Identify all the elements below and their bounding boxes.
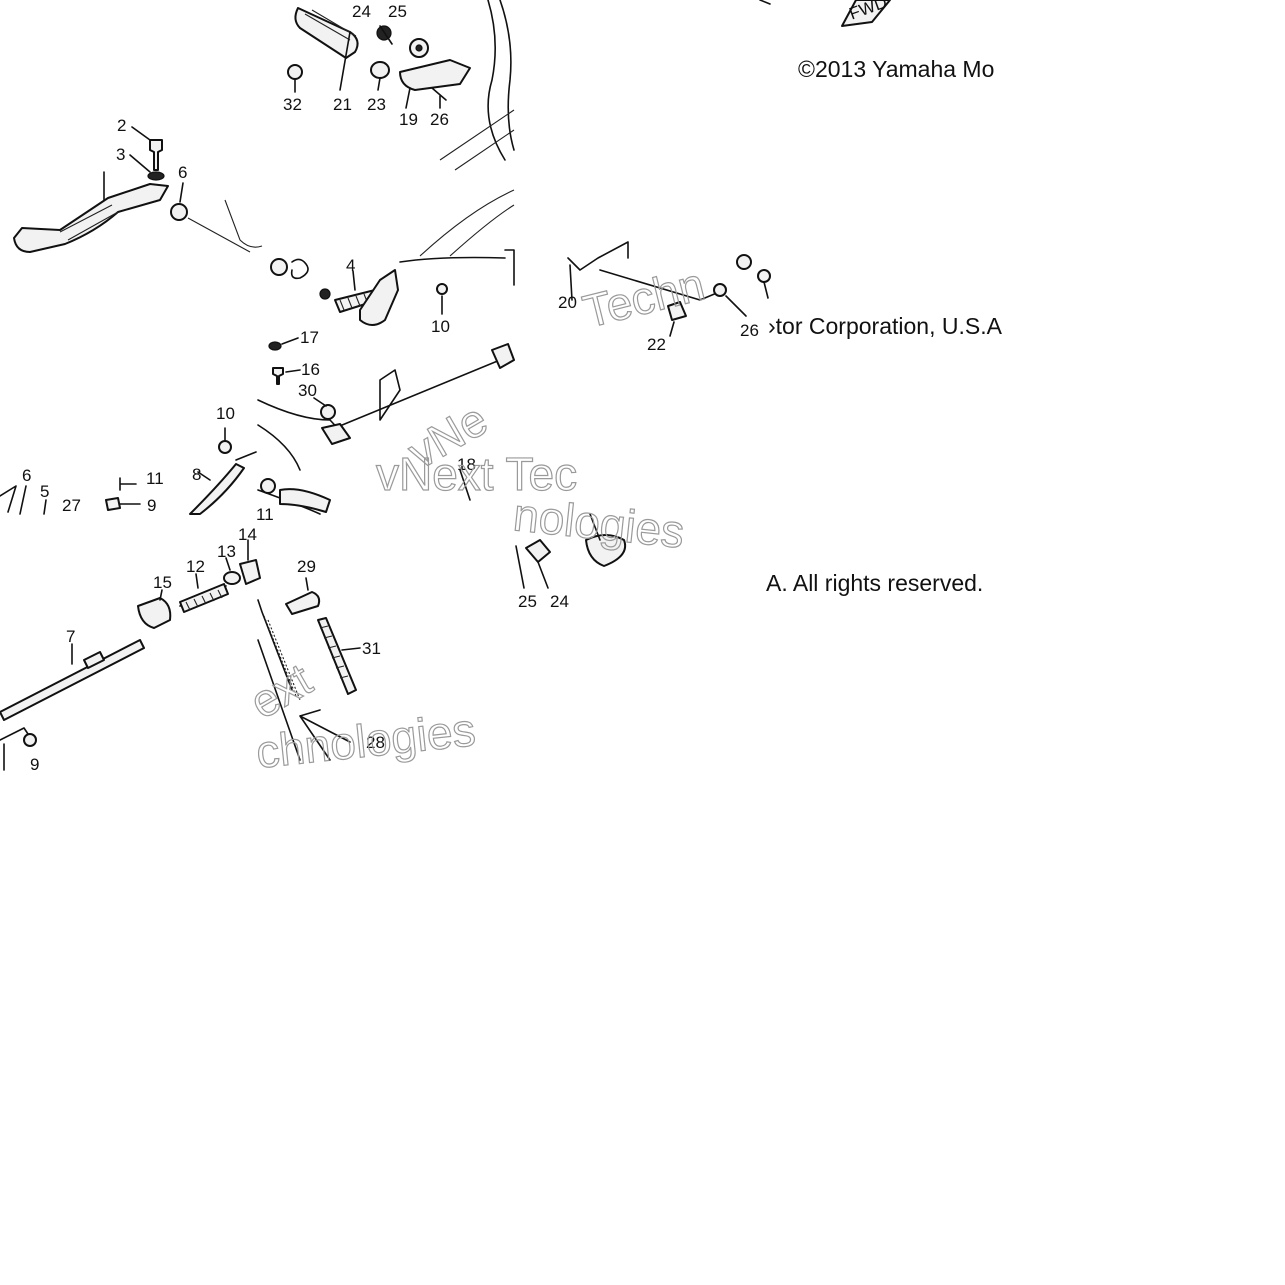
part-shift-arm <box>359 269 399 326</box>
callout-9b: 9 <box>30 755 39 774</box>
callout-8: 8 <box>192 465 201 484</box>
callout-10b: 10 <box>216 404 235 423</box>
callout-3: 3 <box>116 145 125 164</box>
callout-17: 17 <box>300 328 319 347</box>
callout-28: 28 <box>366 733 385 752</box>
part-spring <box>290 258 309 280</box>
callout-32: 32 <box>283 95 302 114</box>
callout-7: 7 <box>66 627 75 646</box>
tile-footrest-top: 24 25 32 21 23 19 26 <box>283 0 515 171</box>
part-rod-8 <box>189 463 245 515</box>
callout-15: 15 <box>153 573 172 592</box>
part-nut-32 <box>287 64 303 80</box>
watermark-fragment: ext <box>241 653 320 729</box>
part-spring-31 <box>317 617 357 695</box>
copyright-line-1: ©2013 Yamaha Mo <box>798 56 995 82</box>
callout-6b: 6 <box>22 466 31 485</box>
part-collar-23 <box>370 61 390 79</box>
part-footrest-21 <box>294 7 359 59</box>
callout-26b: 26 <box>740 321 759 340</box>
part-bolt-30 <box>320 404 336 420</box>
callout-22: 22 <box>647 335 666 354</box>
callout-29: 29 <box>297 557 316 576</box>
callout-14: 14 <box>238 525 257 544</box>
tile-right-bracket: 20 22 26 <box>504 241 771 354</box>
copyright-line-3: A. All rights reserved. <box>766 570 984 596</box>
part-nut-6 <box>170 203 188 221</box>
part-bushing-22 <box>667 301 687 321</box>
tile-shift-pedal: 2 3 6 <box>13 116 515 257</box>
callout-12: 12 <box>186 557 205 576</box>
tile-springs: 29 31 28 <box>257 557 385 761</box>
callout-20: 20 <box>558 293 577 312</box>
part-shift-pedal-1 <box>13 183 169 253</box>
part-bolt-2 <box>149 139 163 171</box>
callout-5: 5 <box>40 482 49 501</box>
part-stand-foot <box>585 534 626 567</box>
callout-25: 25 <box>388 2 407 21</box>
callout-24b: 24 <box>550 592 569 611</box>
part-adjuster-15 <box>137 597 172 629</box>
callout-18: 18 <box>457 455 476 474</box>
callout-27: 27 <box>62 496 81 515</box>
callout-6: 6 <box>178 163 187 182</box>
callout-19: 19 <box>399 110 418 129</box>
callout-10: 10 <box>431 317 450 336</box>
watermark-fragment: Techn <box>578 258 710 338</box>
callout-2: 2 <box>117 116 126 135</box>
callout-11: 11 <box>256 505 274 524</box>
part-bracket-19 <box>399 59 471 91</box>
callout-16: 16 <box>301 360 320 379</box>
copyright-line-2: ›tor Corporation, U.S.A <box>768 313 1002 339</box>
part-washer <box>270 258 288 276</box>
watermark-fragment: vNext Tec <box>376 448 577 500</box>
callout-23: 23 <box>367 95 386 114</box>
callout-9: 9 <box>147 496 156 515</box>
callout-4: 4 <box>346 256 355 275</box>
callout-13: 13 <box>217 542 236 561</box>
fwd-arrow: FWD <box>759 0 891 27</box>
callout-21: 21 <box>333 95 352 114</box>
callout-11: 11 <box>146 469 164 488</box>
tile-linkage-left: 6 5 27 11 9 8 10 <box>0 404 257 515</box>
callout-25b: 25 <box>518 592 537 611</box>
callout-26: 26 <box>430 110 449 129</box>
callout-24: 24 <box>352 2 371 21</box>
part-bolt-24b <box>525 539 551 563</box>
callout-30: 30 <box>298 381 317 400</box>
part-collar-18 <box>321 423 351 445</box>
part-pin-29 <box>285 591 321 615</box>
part-clevis-14 <box>239 559 261 585</box>
tile-shift-shaft: 4 10 17 16 30 18 11 <box>256 256 515 524</box>
tile-brake-rod: 15 12 13 14 7 9 <box>0 525 261 774</box>
callout-31: 31 <box>362 639 381 658</box>
part-washer-3 <box>147 171 165 181</box>
tile-stand-bolt: 25 24 <box>515 513 626 611</box>
